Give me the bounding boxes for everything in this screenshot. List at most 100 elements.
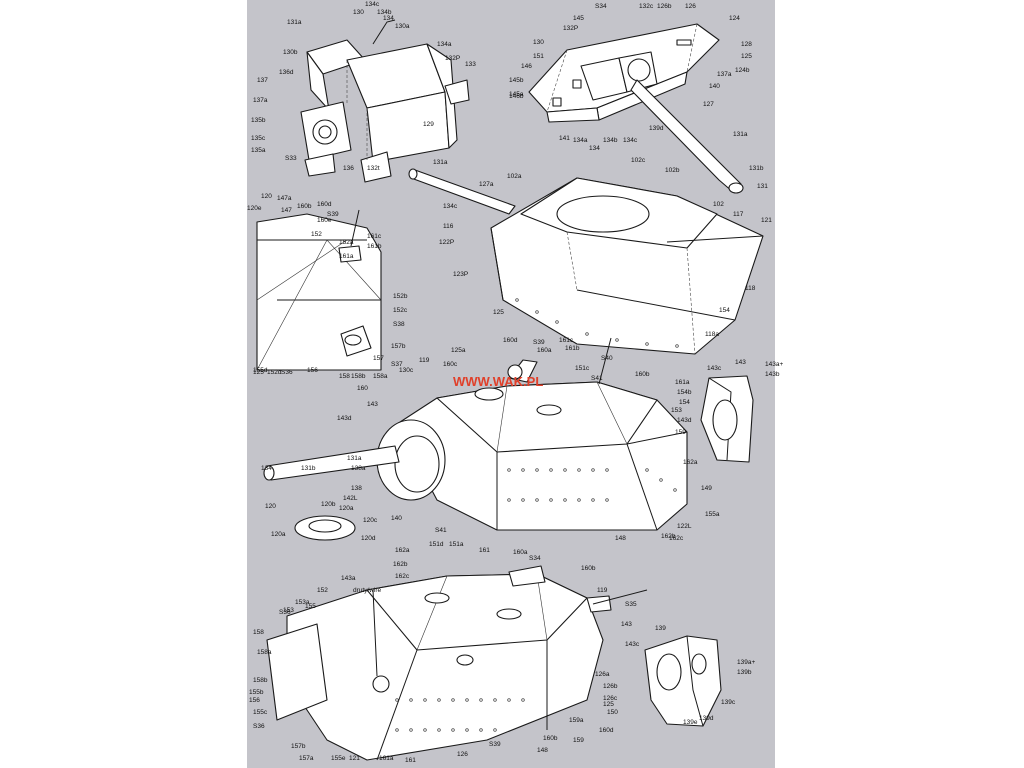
part-label: 147a bbox=[277, 195, 292, 202]
part-label: 136 bbox=[343, 165, 354, 172]
part-label: 131 bbox=[757, 183, 768, 190]
part-label: 120c bbox=[363, 517, 378, 524]
part-label: 152a bbox=[339, 239, 354, 246]
part-label: 143d bbox=[677, 417, 692, 424]
part-label: 130b bbox=[283, 49, 298, 56]
part-label: 154 bbox=[719, 307, 730, 314]
part-label: 121 bbox=[349, 755, 360, 762]
part-label: 162a bbox=[395, 547, 410, 554]
part-label: 158a bbox=[257, 649, 272, 656]
part-label: 138a bbox=[351, 465, 366, 472]
part-label: 125a bbox=[451, 347, 466, 354]
part-label: S37 bbox=[391, 361, 403, 368]
part-label: 135c bbox=[251, 135, 266, 142]
part-label: 122L bbox=[677, 523, 692, 530]
part-label: 139b bbox=[737, 669, 752, 676]
part-label: 120e bbox=[247, 205, 262, 212]
assembly-diagram: WWW.WAK.PL 130134c134b134130a131a134a132… bbox=[247, 1, 783, 764]
part-label: 131a bbox=[433, 159, 448, 166]
part-label: 120 bbox=[265, 503, 276, 510]
part-label: 156 bbox=[307, 367, 318, 374]
part-label: 134b bbox=[377, 9, 392, 16]
part-label: 159 bbox=[573, 737, 584, 744]
part-label: 155e bbox=[331, 755, 346, 762]
mantlet-assembly-labels: 130134c134b134130a131a134a132P133130b136… bbox=[251, 1, 476, 172]
part-label: 153a bbox=[295, 599, 310, 606]
part-label: 126 bbox=[457, 751, 468, 758]
part-label: 102c bbox=[631, 157, 646, 164]
part-label: 123P bbox=[453, 271, 468, 278]
part-label: 160b bbox=[635, 371, 650, 378]
part-label: 151d bbox=[429, 541, 444, 548]
part-label: 158 bbox=[339, 373, 350, 380]
part-label: 160d bbox=[317, 201, 332, 208]
part-label: 120a bbox=[271, 531, 286, 538]
watermark-text: WWW.WAK.PL bbox=[453, 374, 543, 389]
part-label: 127a bbox=[479, 181, 494, 188]
part-label: 161a bbox=[339, 253, 354, 260]
part-label: 145b bbox=[509, 77, 524, 84]
part-label: 150 bbox=[607, 709, 618, 716]
part-label: 157 bbox=[373, 355, 384, 362]
part-label: 126a bbox=[595, 671, 610, 678]
part-label: 157b bbox=[391, 343, 406, 350]
part-label: druty/wire bbox=[353, 587, 382, 594]
part-label: 131b bbox=[749, 165, 764, 172]
part-label: 138 bbox=[351, 485, 362, 492]
part-label: 155d bbox=[253, 367, 268, 374]
part-label: S38 bbox=[393, 321, 405, 328]
part-label: 121 bbox=[761, 217, 772, 224]
part-label: 158b bbox=[351, 373, 366, 380]
part-label: 153 bbox=[671, 407, 682, 414]
part-label: 161c bbox=[559, 337, 574, 344]
part-label: 160b bbox=[543, 735, 558, 742]
part-label: S39 bbox=[327, 211, 339, 218]
part-label: S39 bbox=[489, 741, 501, 748]
part-label: 124b bbox=[735, 67, 750, 74]
part-label: 137a bbox=[717, 71, 732, 78]
part-label: 162b bbox=[393, 561, 408, 568]
part-label: 162c bbox=[669, 535, 684, 542]
part-label: 130 bbox=[353, 9, 364, 16]
part-label: 130a bbox=[395, 23, 410, 30]
part-label: 160b bbox=[297, 203, 312, 210]
part-label: 131a bbox=[733, 131, 748, 138]
part-label: 161a bbox=[379, 755, 394, 762]
part-label: 120b bbox=[321, 501, 336, 508]
part-label: 128 bbox=[741, 41, 752, 48]
part-label: 131b bbox=[301, 465, 316, 472]
part-label: 132P bbox=[445, 55, 460, 62]
part-label: 154b bbox=[677, 389, 692, 396]
part-label: 143 bbox=[367, 401, 378, 408]
part-label: 135b bbox=[251, 117, 266, 124]
part-label: 151c bbox=[575, 365, 590, 372]
part-label: 157a bbox=[299, 755, 314, 762]
part-label: 139d bbox=[649, 125, 664, 132]
part-label: 148 bbox=[537, 747, 548, 754]
part-label: 155 bbox=[305, 603, 316, 610]
part-label: 157b bbox=[291, 743, 306, 750]
part-label: S35 bbox=[625, 601, 637, 608]
part-label: 145a bbox=[509, 91, 524, 98]
part-label: 127 bbox=[703, 101, 714, 108]
part-label: 161 bbox=[405, 757, 416, 764]
turret-top-drawing bbox=[408, 168, 764, 355]
part-label: 161a bbox=[675, 379, 690, 386]
part-label: 162c bbox=[395, 573, 410, 580]
part-label: 118a bbox=[705, 331, 719, 338]
part-label: 158a bbox=[373, 373, 388, 380]
part-label: 143 bbox=[621, 621, 632, 628]
part-label: S36 bbox=[279, 609, 291, 616]
part-label: 155a bbox=[705, 511, 720, 518]
hull-rivets bbox=[507, 298, 679, 502]
part-label: 161b bbox=[565, 345, 580, 352]
part-label: 160e bbox=[317, 217, 332, 224]
part-label: 125 bbox=[741, 53, 752, 60]
part-label: 141 bbox=[559, 135, 570, 142]
part-label: 143a bbox=[341, 575, 356, 582]
part-label: 134c bbox=[443, 203, 458, 210]
part-label: 145 bbox=[573, 15, 584, 22]
